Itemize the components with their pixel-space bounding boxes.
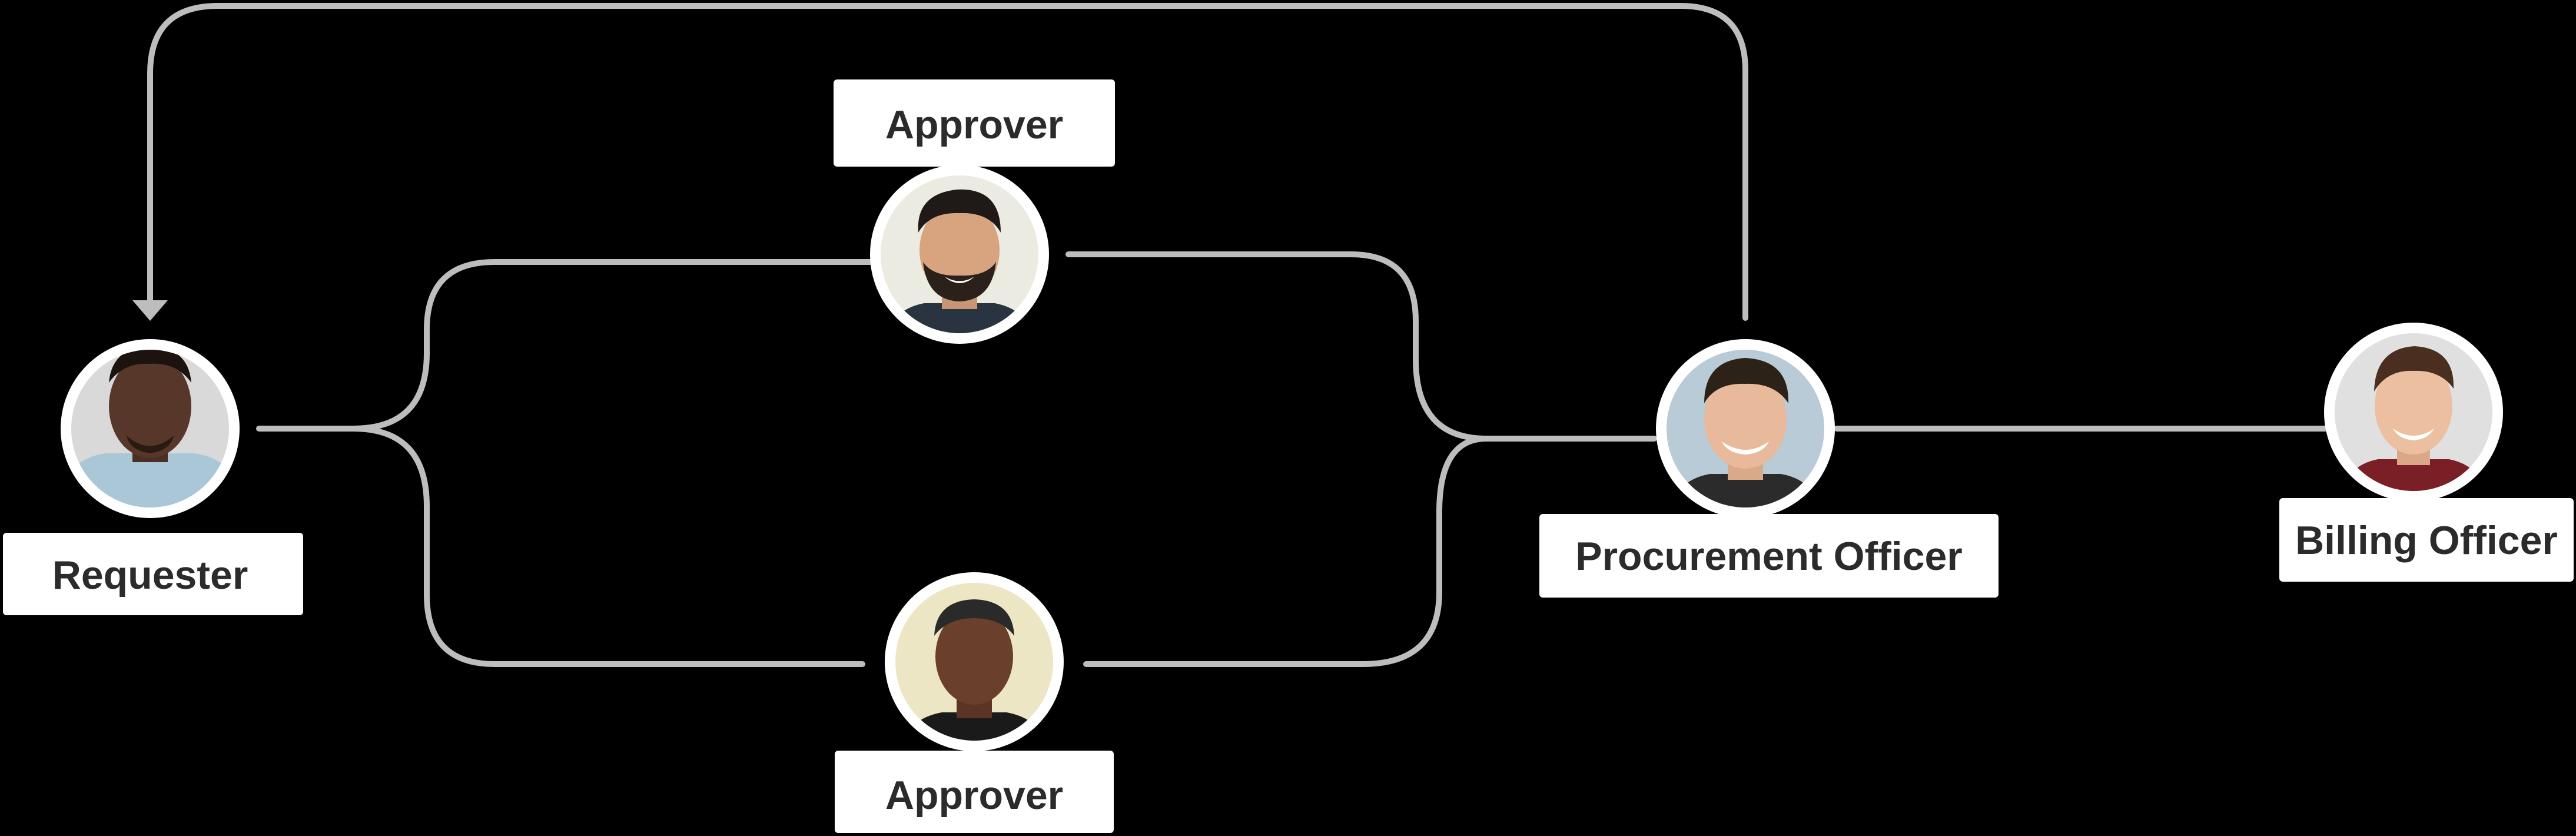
approver-top-merge-connector bbox=[1065, 251, 1489, 442]
billing-officer-label: Billing Officer bbox=[2295, 518, 2558, 563]
approver-bottom-label: Approver bbox=[885, 773, 1063, 818]
approver-top-node: Approver bbox=[834, 79, 1115, 344]
label-box bbox=[835, 751, 1114, 833]
requester-label: Requester bbox=[52, 553, 248, 598]
label-box bbox=[3, 533, 303, 615]
return-loop-connector bbox=[147, 3, 1748, 321]
procurement-officer-node: Procurement Officer bbox=[1539, 339, 1999, 598]
label-box bbox=[1539, 514, 1999, 598]
return-arrow-head bbox=[132, 300, 168, 321]
requester-split-connector bbox=[256, 259, 874, 432]
billing-officer-node: Billing Officer bbox=[2279, 323, 2574, 582]
label-box bbox=[2279, 498, 2574, 582]
approver-top-label: Approver bbox=[885, 102, 1063, 147]
label-box bbox=[834, 79, 1115, 167]
procurement-officer-label: Procurement Officer bbox=[1575, 534, 1963, 579]
requester-node: Requester bbox=[3, 339, 303, 615]
person-avatar-approver-icon bbox=[895, 583, 1053, 741]
requester-split-connector-lower bbox=[350, 426, 865, 667]
approver-bottom-node: Approver bbox=[835, 572, 1114, 833]
approver-bottom-merge-connector bbox=[1083, 436, 1657, 667]
connectors bbox=[132, 3, 2328, 667]
